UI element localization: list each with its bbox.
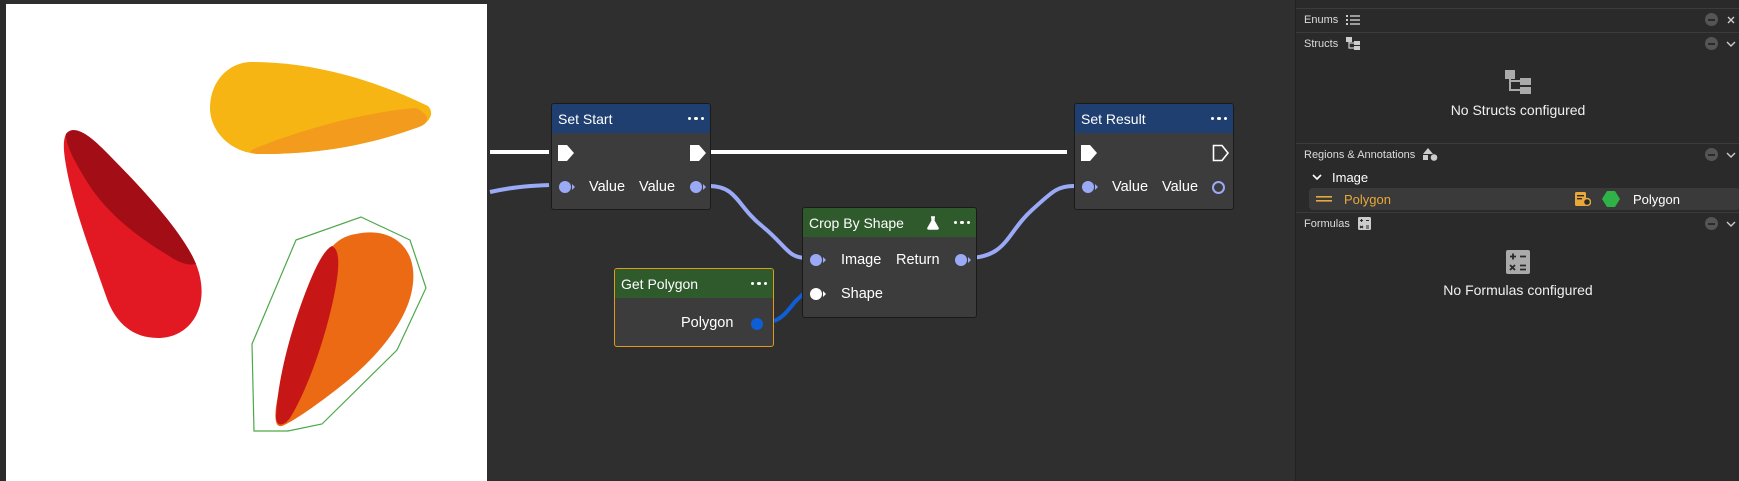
node-crop-by-shape[interactable]: Crop By Shape Image Return Shape	[802, 207, 977, 318]
node-header[interactable]: Set Start	[552, 104, 710, 133]
chevron-down-icon[interactable]	[1726, 219, 1736, 229]
polygon-shape-icon	[1602, 191, 1620, 207]
image-preview[interactable]	[6, 4, 487, 481]
regions-section-header[interactable]: Regions & Annotations	[1296, 143, 1739, 165]
collapse-all-icon[interactable]	[1705, 148, 1718, 161]
value-out-label: Value	[1162, 179, 1199, 195]
calculator-icon	[1357, 217, 1371, 230]
region-item-polygon[interactable]: Polygon Polygon	[1309, 188, 1739, 210]
orange-shape-shade	[276, 246, 339, 425]
node-header[interactable]: Get Polygon	[615, 269, 773, 298]
value-pin-row: Value Value	[1075, 177, 1233, 197]
node-title: Crop By Shape	[809, 214, 904, 231]
data-wire-in	[489, 183, 550, 194]
node-header[interactable]: Crop By Shape	[803, 208, 976, 237]
flask-icon	[926, 215, 939, 230]
pin-arrow-icon	[968, 257, 971, 263]
red-shape-shade	[66, 130, 196, 265]
node-title: Set Start	[558, 110, 613, 127]
tree-group-image[interactable]: Image	[1296, 166, 1739, 188]
yellow-shape-shade	[250, 108, 428, 154]
orange-shape	[275, 232, 414, 427]
region-type: Polygon	[1633, 191, 1680, 207]
region-name[interactable]: Polygon	[1344, 191, 1391, 207]
exec-in-pin-icon[interactable]	[1080, 143, 1098, 163]
data-wire-start-to-crop	[708, 184, 808, 260]
formulas-title: Formulas	[1304, 217, 1350, 230]
chevron-down-icon[interactable]	[1726, 39, 1736, 49]
regions-title: Regions & Annotations	[1304, 148, 1416, 161]
collapse-all-icon[interactable]	[1705, 13, 1718, 26]
pin-arrow-icon	[1095, 184, 1098, 190]
list-icon	[1346, 14, 1361, 26]
pin-arrow-icon	[572, 184, 575, 190]
pin-arrow-icon	[823, 291, 826, 297]
exec-pin-row	[1075, 144, 1233, 164]
value-out-pin[interactable]	[690, 181, 702, 193]
structs-empty-state: No Structs configured	[1296, 70, 1739, 118]
polygon-out-label: Polygon	[681, 315, 734, 331]
more-options-icon[interactable]	[687, 116, 704, 121]
more-options-icon[interactable]	[953, 220, 970, 225]
node-graph-canvas[interactable]: Set Start Value Value Get Polygon Polygo…	[487, 0, 1295, 481]
value-pin-row: Value Value	[552, 177, 710, 197]
pin-arrow-icon	[703, 184, 706, 190]
image-in-label: Image	[841, 252, 882, 268]
shapes-icon	[1423, 148, 1438, 161]
formulas-empty-text: No Formulas configured	[1443, 282, 1593, 298]
value-in-label: Value	[1112, 179, 1149, 195]
structs-section-header[interactable]: Structs	[1296, 32, 1739, 54]
node-header[interactable]: Set Result	[1075, 104, 1233, 133]
image-pin-row: Image Return	[803, 250, 976, 270]
close-icon[interactable]	[1726, 15, 1736, 25]
resources-panel: Enums Structs No Structs configured Regi…	[1295, 0, 1739, 481]
exec-out-pin-icon[interactable]	[689, 143, 707, 163]
formulas-empty-state: No Formulas configured	[1296, 250, 1739, 298]
calculator-icon	[1506, 250, 1530, 274]
node-title: Get Polygon	[621, 275, 699, 292]
shape-pin-row: Shape	[803, 284, 976, 304]
polygon-pin-row: Polygon	[615, 313, 773, 333]
shape-in-pin[interactable]	[810, 288, 822, 300]
value-out-label: Value	[639, 179, 676, 195]
more-options-icon[interactable]	[750, 281, 767, 286]
exec-out-pin-icon[interactable]	[1212, 143, 1230, 163]
value-in-pin[interactable]	[1082, 181, 1094, 193]
return-out-pin[interactable]	[955, 254, 967, 266]
value-in-label: Value	[589, 179, 626, 195]
polygon-annotation	[251, 216, 427, 432]
pin-arrow-icon	[823, 257, 826, 263]
preview-artwork	[63, 62, 432, 432]
image-in-pin[interactable]	[810, 254, 822, 266]
node-set-start[interactable]: Set Start Value Value	[551, 103, 711, 210]
polygon-out-pin[interactable]	[751, 318, 763, 330]
enums-title: Enums	[1304, 13, 1339, 26]
more-options-icon[interactable]	[1210, 116, 1227, 121]
formulas-section-header[interactable]: Formulas	[1296, 212, 1739, 234]
return-out-label: Return	[896, 252, 940, 268]
tree-group-label: Image	[1332, 169, 1369, 185]
collapse-all-icon[interactable]	[1705, 217, 1718, 230]
value-out-pin[interactable]	[1212, 181, 1225, 194]
data-wire-crop-to-result	[966, 184, 1075, 260]
hierarchy-icon	[1505, 70, 1531, 94]
chevron-down-icon[interactable]	[1726, 150, 1736, 160]
exec-in-pin-icon[interactable]	[557, 143, 575, 163]
structs-empty-text: No Structs configured	[1450, 102, 1586, 118]
collapse-all-icon[interactable]	[1705, 37, 1718, 50]
node-title: Set Result	[1081, 110, 1146, 127]
left-gutter	[0, 0, 6, 481]
hierarchy-icon	[1346, 37, 1361, 50]
exec-pin-row	[552, 144, 710, 164]
node-get-polygon[interactable]: Get Polygon Polygon	[614, 268, 774, 347]
chevron-down-icon[interactable]	[1312, 172, 1322, 182]
drag-handle-icon[interactable]	[1316, 195, 1332, 203]
structs-title: Structs	[1304, 37, 1339, 50]
shape-in-label: Shape	[841, 286, 883, 302]
enums-section-header[interactable]: Enums	[1296, 8, 1739, 30]
annotation-link-icon[interactable]	[1575, 192, 1591, 206]
value-in-pin[interactable]	[559, 181, 571, 193]
node-set-result[interactable]: Set Result Value Value	[1074, 103, 1234, 210]
